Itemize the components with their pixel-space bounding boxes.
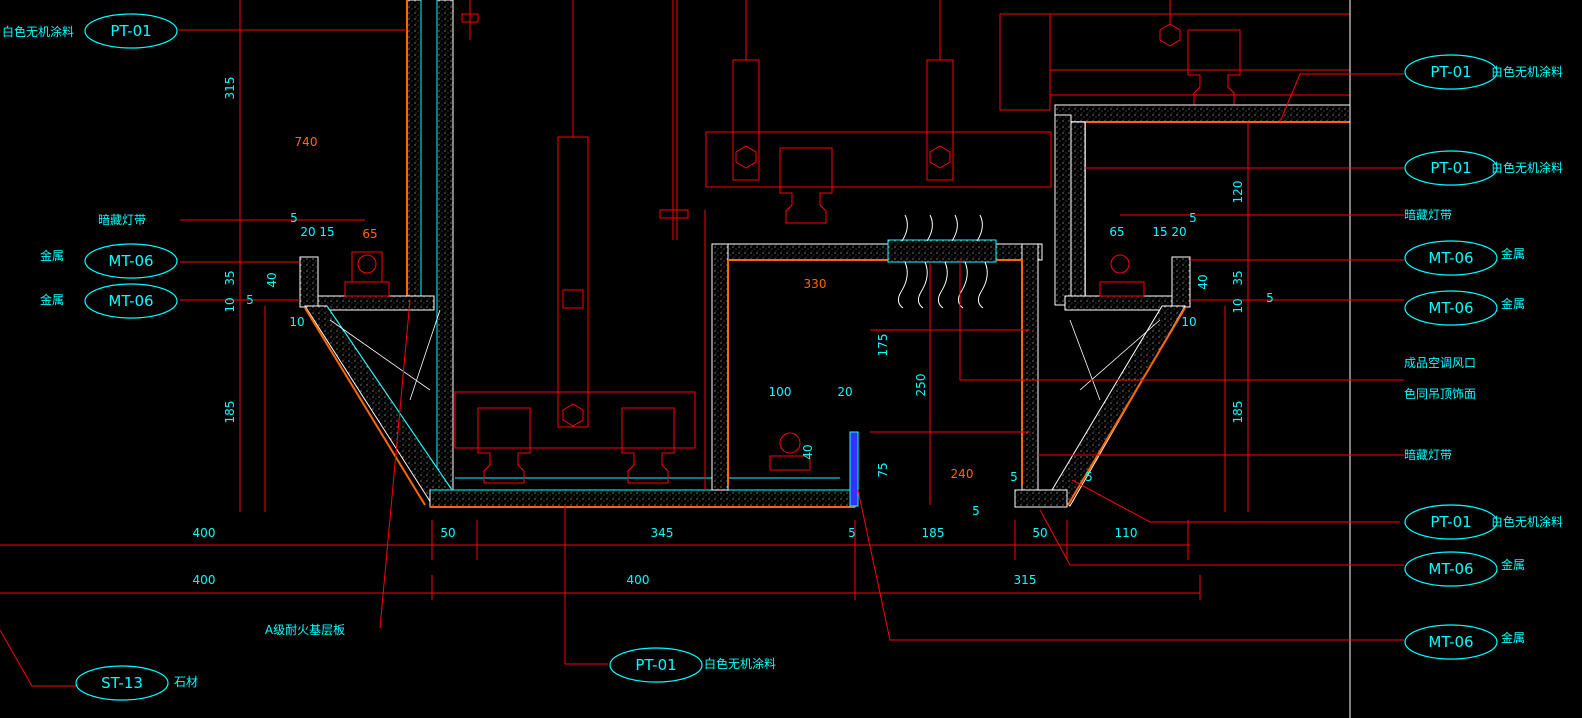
svg-text:40: 40 [265,272,279,287]
svg-text:400: 400 [193,526,216,540]
tag-desc: 金属 [40,248,64,263]
tag-desc: 石材 [174,675,198,689]
svg-text:110: 110 [1115,526,1138,540]
svg-text:5: 5 [848,526,856,540]
tag-code: PT-01 [110,22,151,40]
svg-text:20: 20 [1171,225,1186,239]
svg-text:40: 40 [1196,274,1210,289]
svg-text:740: 740 [295,135,318,149]
tag-code: MT-06 [108,252,153,270]
svg-text:75: 75 [876,462,890,477]
tag-pt01-right-3: PT-01 白色无机涂料 [1404,504,1563,540]
note-lower-light-strip: 暗藏灯带 [1404,447,1452,462]
svg-text:175: 175 [876,334,890,357]
tag-code: MT-06 [1428,249,1473,267]
dimension-text: 315 185 5 20 15 35 40 10 5 10 400 50 345… [193,77,1274,587]
tag-code: PT-01 [1430,63,1471,81]
svg-text:400: 400 [627,573,650,587]
tag-mt06-right-4: MT-06 金属 [1404,624,1525,660]
tag-mt06-right-2: MT-06 金属 [1404,290,1525,326]
structure-layer [299,0,1351,718]
note-ceiling-match: 色同吊顶饰面 [1404,387,1476,401]
tag-pt01-right-1: PT-01 白色无机涂料 [1404,54,1563,90]
tag-desc: 金属 [1501,296,1525,311]
tag-code: MT-06 [1428,633,1473,651]
notes: 暗藏灯带 A级耐火基层板 暗藏灯带 成品空调风口 色同吊顶饰面 暗藏灯带 [98,207,1476,637]
svg-text:5: 5 [290,211,298,225]
tag-pt01-top-left: PT-01 白色无机涂料 [2,13,178,49]
svg-text:50: 50 [440,526,455,540]
material-tags: PT-01 白色无机涂料 MT-06 金属 MT-06 金属 ST-13 石材 … [2,13,1563,701]
tag-code: MT-06 [108,292,153,310]
tag-pt01-right-2: PT-01 白色无机涂料 [1404,150,1563,186]
svg-text:40: 40 [801,444,815,459]
svg-text:400: 400 [193,573,216,587]
svg-text:35: 35 [223,270,237,285]
tag-code: PT-01 [1430,513,1471,531]
svg-text:35: 35 [1231,270,1245,285]
tag-mt06-left-1: MT-06 金属 [40,243,178,279]
tag-mt06-right-1: MT-06 金属 [1404,240,1525,276]
svg-text:120: 120 [1231,181,1245,204]
note-right-light-strip: 暗藏灯带 [1404,207,1452,222]
svg-text:5: 5 [972,504,980,518]
svg-text:240: 240 [951,467,974,481]
svg-text:10: 10 [1231,298,1245,313]
tag-desc: 金属 [40,292,64,307]
svg-text:345: 345 [651,526,674,540]
tag-pt01-bottom: PT-01 白色无机涂料 [609,647,776,683]
tag-desc: 白色无机涂料 [704,656,776,671]
svg-text:185: 185 [223,401,237,424]
tag-code: ST-13 [101,674,143,692]
svg-text:10: 10 [289,315,304,329]
svg-text:15: 15 [1152,225,1167,239]
dimension-lines [0,0,1249,600]
svg-text:330: 330 [804,277,827,291]
svg-text:5: 5 [1010,470,1018,484]
svg-text:100: 100 [769,385,792,399]
svg-text:20: 20 [837,385,852,399]
svg-text:5: 5 [246,293,254,307]
tag-desc: 白色无机涂料 [1491,514,1563,529]
svg-text:315: 315 [1014,573,1037,587]
tag-mt06-left-2: MT-06 金属 [40,283,178,319]
tag-desc: 白色无机涂料 [2,24,74,39]
note-left-light-strip: 暗藏灯带 [98,212,146,227]
svg-text:15: 15 [319,225,334,239]
svg-text:250: 250 [914,374,928,397]
leader-lines [0,29,1404,687]
svg-text:20: 20 [300,225,315,239]
svg-text:10: 10 [1181,315,1196,329]
tag-mt06-right-3: MT-06 金属 [1404,551,1525,587]
svg-text:5: 5 [1189,211,1197,225]
tag-desc: 金属 [1501,630,1525,645]
tag-desc: 白色无机涂料 [1491,64,1563,79]
tag-st13: ST-13 石材 [75,665,198,701]
svg-text:5: 5 [1085,470,1093,484]
tag-desc: 金属 [1501,557,1525,572]
svg-text:65: 65 [1109,225,1124,239]
tag-code: MT-06 [1428,299,1473,317]
svg-text:10: 10 [223,297,237,312]
tag-desc: 白色无机涂料 [1491,160,1563,175]
svg-text:185: 185 [922,526,945,540]
tag-code: PT-01 [635,656,676,674]
note-fireproof-board: A级耐火基层板 [265,623,345,637]
tag-code: PT-01 [1430,159,1471,177]
tag-code: MT-06 [1428,560,1473,578]
svg-text:65: 65 [362,227,377,241]
tag-desc: 金属 [1501,246,1525,261]
svg-text:5: 5 [1266,291,1274,305]
svg-text:185: 185 [1231,401,1245,424]
svg-text:50: 50 [1032,526,1047,540]
svg-text:315: 315 [223,77,237,100]
note-ac-vent: 成品空调风口 [1404,356,1476,370]
